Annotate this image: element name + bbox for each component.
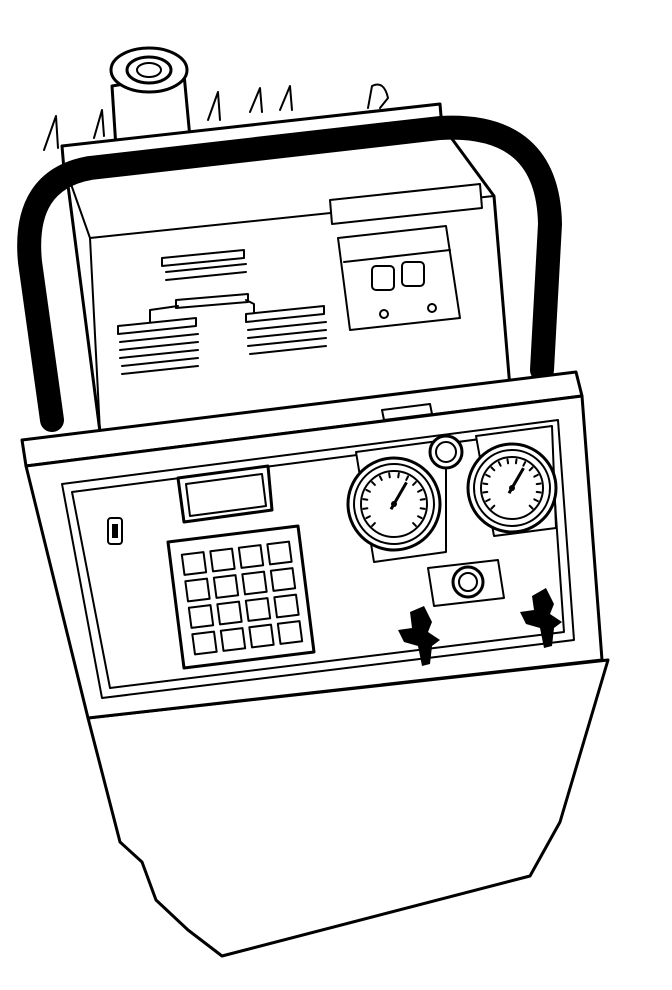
gauge-tick <box>482 482 489 486</box>
gauge-tick <box>533 498 539 503</box>
gauge-tick <box>482 490 489 494</box>
gauge-tick <box>490 466 496 472</box>
gauge-tick <box>528 466 534 472</box>
gauge-tick <box>362 507 369 510</box>
two-digit-display-icon <box>329 183 483 331</box>
indicator-light-icon <box>427 559 505 607</box>
valve-knob-left-icon <box>398 606 440 666</box>
gauge-tick <box>506 458 510 465</box>
gauge-tick <box>417 515 423 520</box>
gauge-tick <box>371 481 376 486</box>
gauge-hub <box>391 501 397 507</box>
gauge-tick <box>490 504 496 510</box>
gauge-tick <box>535 482 542 486</box>
gauge-tick <box>419 498 426 501</box>
keypad-key <box>212 574 240 599</box>
gauge-tick <box>528 504 534 510</box>
gauge-tick <box>397 472 400 479</box>
gauge-tick <box>485 473 491 478</box>
cabinet-body <box>86 658 610 958</box>
carry-handle-icon <box>17 115 562 432</box>
gauge-tick <box>365 488 371 493</box>
gauge-tick <box>419 507 426 510</box>
lcd-window-icon <box>176 464 274 524</box>
gauge-hub <box>509 485 515 491</box>
gauge-tick <box>535 490 542 494</box>
gauge-tick <box>371 522 376 527</box>
keypad-key <box>248 623 275 649</box>
gauge-tick <box>497 461 502 467</box>
keypad-key <box>269 567 297 592</box>
flow-diagram-icon <box>117 249 327 375</box>
gauge-tick <box>405 475 410 481</box>
gauge-tick <box>388 472 391 479</box>
keypad-key <box>209 547 236 573</box>
keypad-key <box>184 577 211 603</box>
gauge-tick <box>533 473 539 478</box>
gauge-tick <box>514 458 518 465</box>
keypad-key <box>241 570 268 596</box>
gauge-tick <box>412 522 417 527</box>
gauge-tick <box>362 498 369 501</box>
pressure-gauge-left-icon <box>346 456 442 552</box>
gauge-tick <box>522 461 527 467</box>
keypad-key <box>216 600 243 626</box>
gauge-tick <box>378 475 383 481</box>
keypad-key <box>266 540 293 566</box>
keypad-key <box>276 620 304 645</box>
gauge-tick <box>485 498 491 503</box>
keypad-key <box>187 604 215 629</box>
gauge-tick <box>412 481 417 486</box>
keypad-key <box>180 551 208 576</box>
keypad-key <box>273 593 300 619</box>
indicator-light-top-icon <box>428 434 464 470</box>
keypad-key <box>237 544 265 569</box>
gauge-tick <box>417 488 423 493</box>
keypad-icon <box>166 524 316 670</box>
keypad-key <box>219 627 247 652</box>
pressure-gauge-right-icon <box>466 442 558 534</box>
toggle-switch-icon <box>107 517 123 545</box>
keypad-key <box>191 630 218 656</box>
gauge-tick <box>365 515 371 520</box>
connector-row <box>43 83 389 151</box>
keypad-key <box>244 597 272 622</box>
valve-knob-right-icon <box>520 588 562 648</box>
